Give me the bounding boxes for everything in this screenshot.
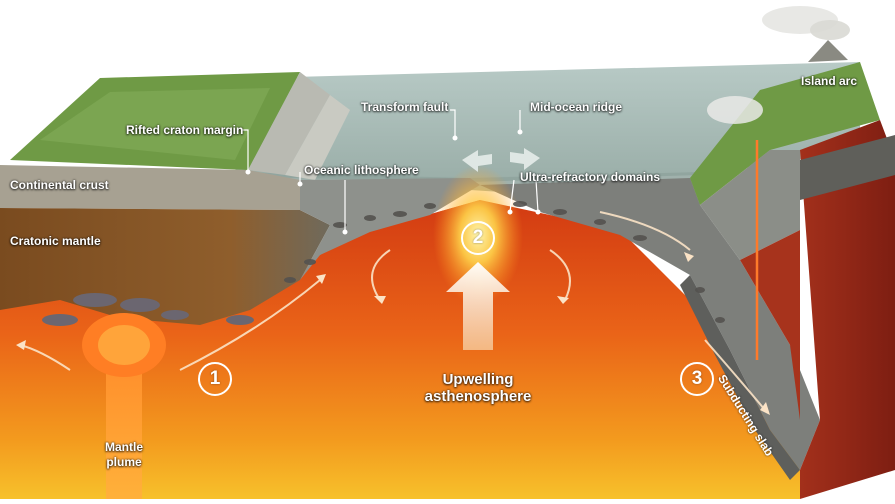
upwelling-arrow [446,262,510,350]
volcano-smoke-2 [810,20,850,40]
oceanic-lithosphere-label: Oceanic lithosphere [304,163,419,177]
mantle-plume-label: Mantle plume [94,440,154,470]
marker-2: 2 [461,221,495,255]
upwelling-line-1: Upwelling [442,371,514,388]
refractory-blobs [284,201,725,323]
subducting-slab-band [680,275,800,480]
island-arc-crust [700,150,800,260]
mid-ocean-ridge-label: Mid-ocean ridge [530,100,623,114]
spreading-arrow-right [510,148,540,170]
plume-rock-debris [42,293,254,326]
volcano-cone [808,40,848,62]
leader-lines [242,109,539,232]
ocean-surface [235,62,860,182]
transform-fault-label: Transform fault [361,100,449,114]
continent-top-texture [40,88,270,160]
rifted-margin-step-2 [285,95,350,180]
continental-crust-layer [0,165,300,210]
mantle-plume-line-2: plume [106,455,142,469]
cratonic-mantle-label: Cratonic mantle [10,234,101,248]
continental-crust-label: Continental crust [10,178,109,192]
rifted-margin-steps [248,72,330,175]
marker-1: 1 [198,362,232,396]
island-arc-right-face [800,120,895,499]
mantle-plume-head-inner [98,325,150,365]
leader-dots [245,129,541,235]
oceanic-lithosphere-right [480,178,820,470]
spreading-arrow-left [462,150,492,172]
rifted-craton-margin-label: Rifted craton margin [126,123,244,137]
island-arc-right-dark [800,135,895,200]
upwelling-line-2: asthenosphere [424,388,532,405]
island-arc-top [690,62,880,205]
flow-arrowheads [16,252,770,415]
marker-3: 3 [680,362,714,396]
arc-vent-smoke [707,96,763,124]
mantle-plume-line-1: Mantle [104,440,143,454]
upwelling-asthenosphere-label: Upwelling asthenosphere [423,371,533,405]
ultra-refractory-domains-label: Ultra-refractory domains [520,170,661,184]
island-arc-label: Island arc [801,74,858,88]
island-arc-mantle-wedge [740,230,800,420]
